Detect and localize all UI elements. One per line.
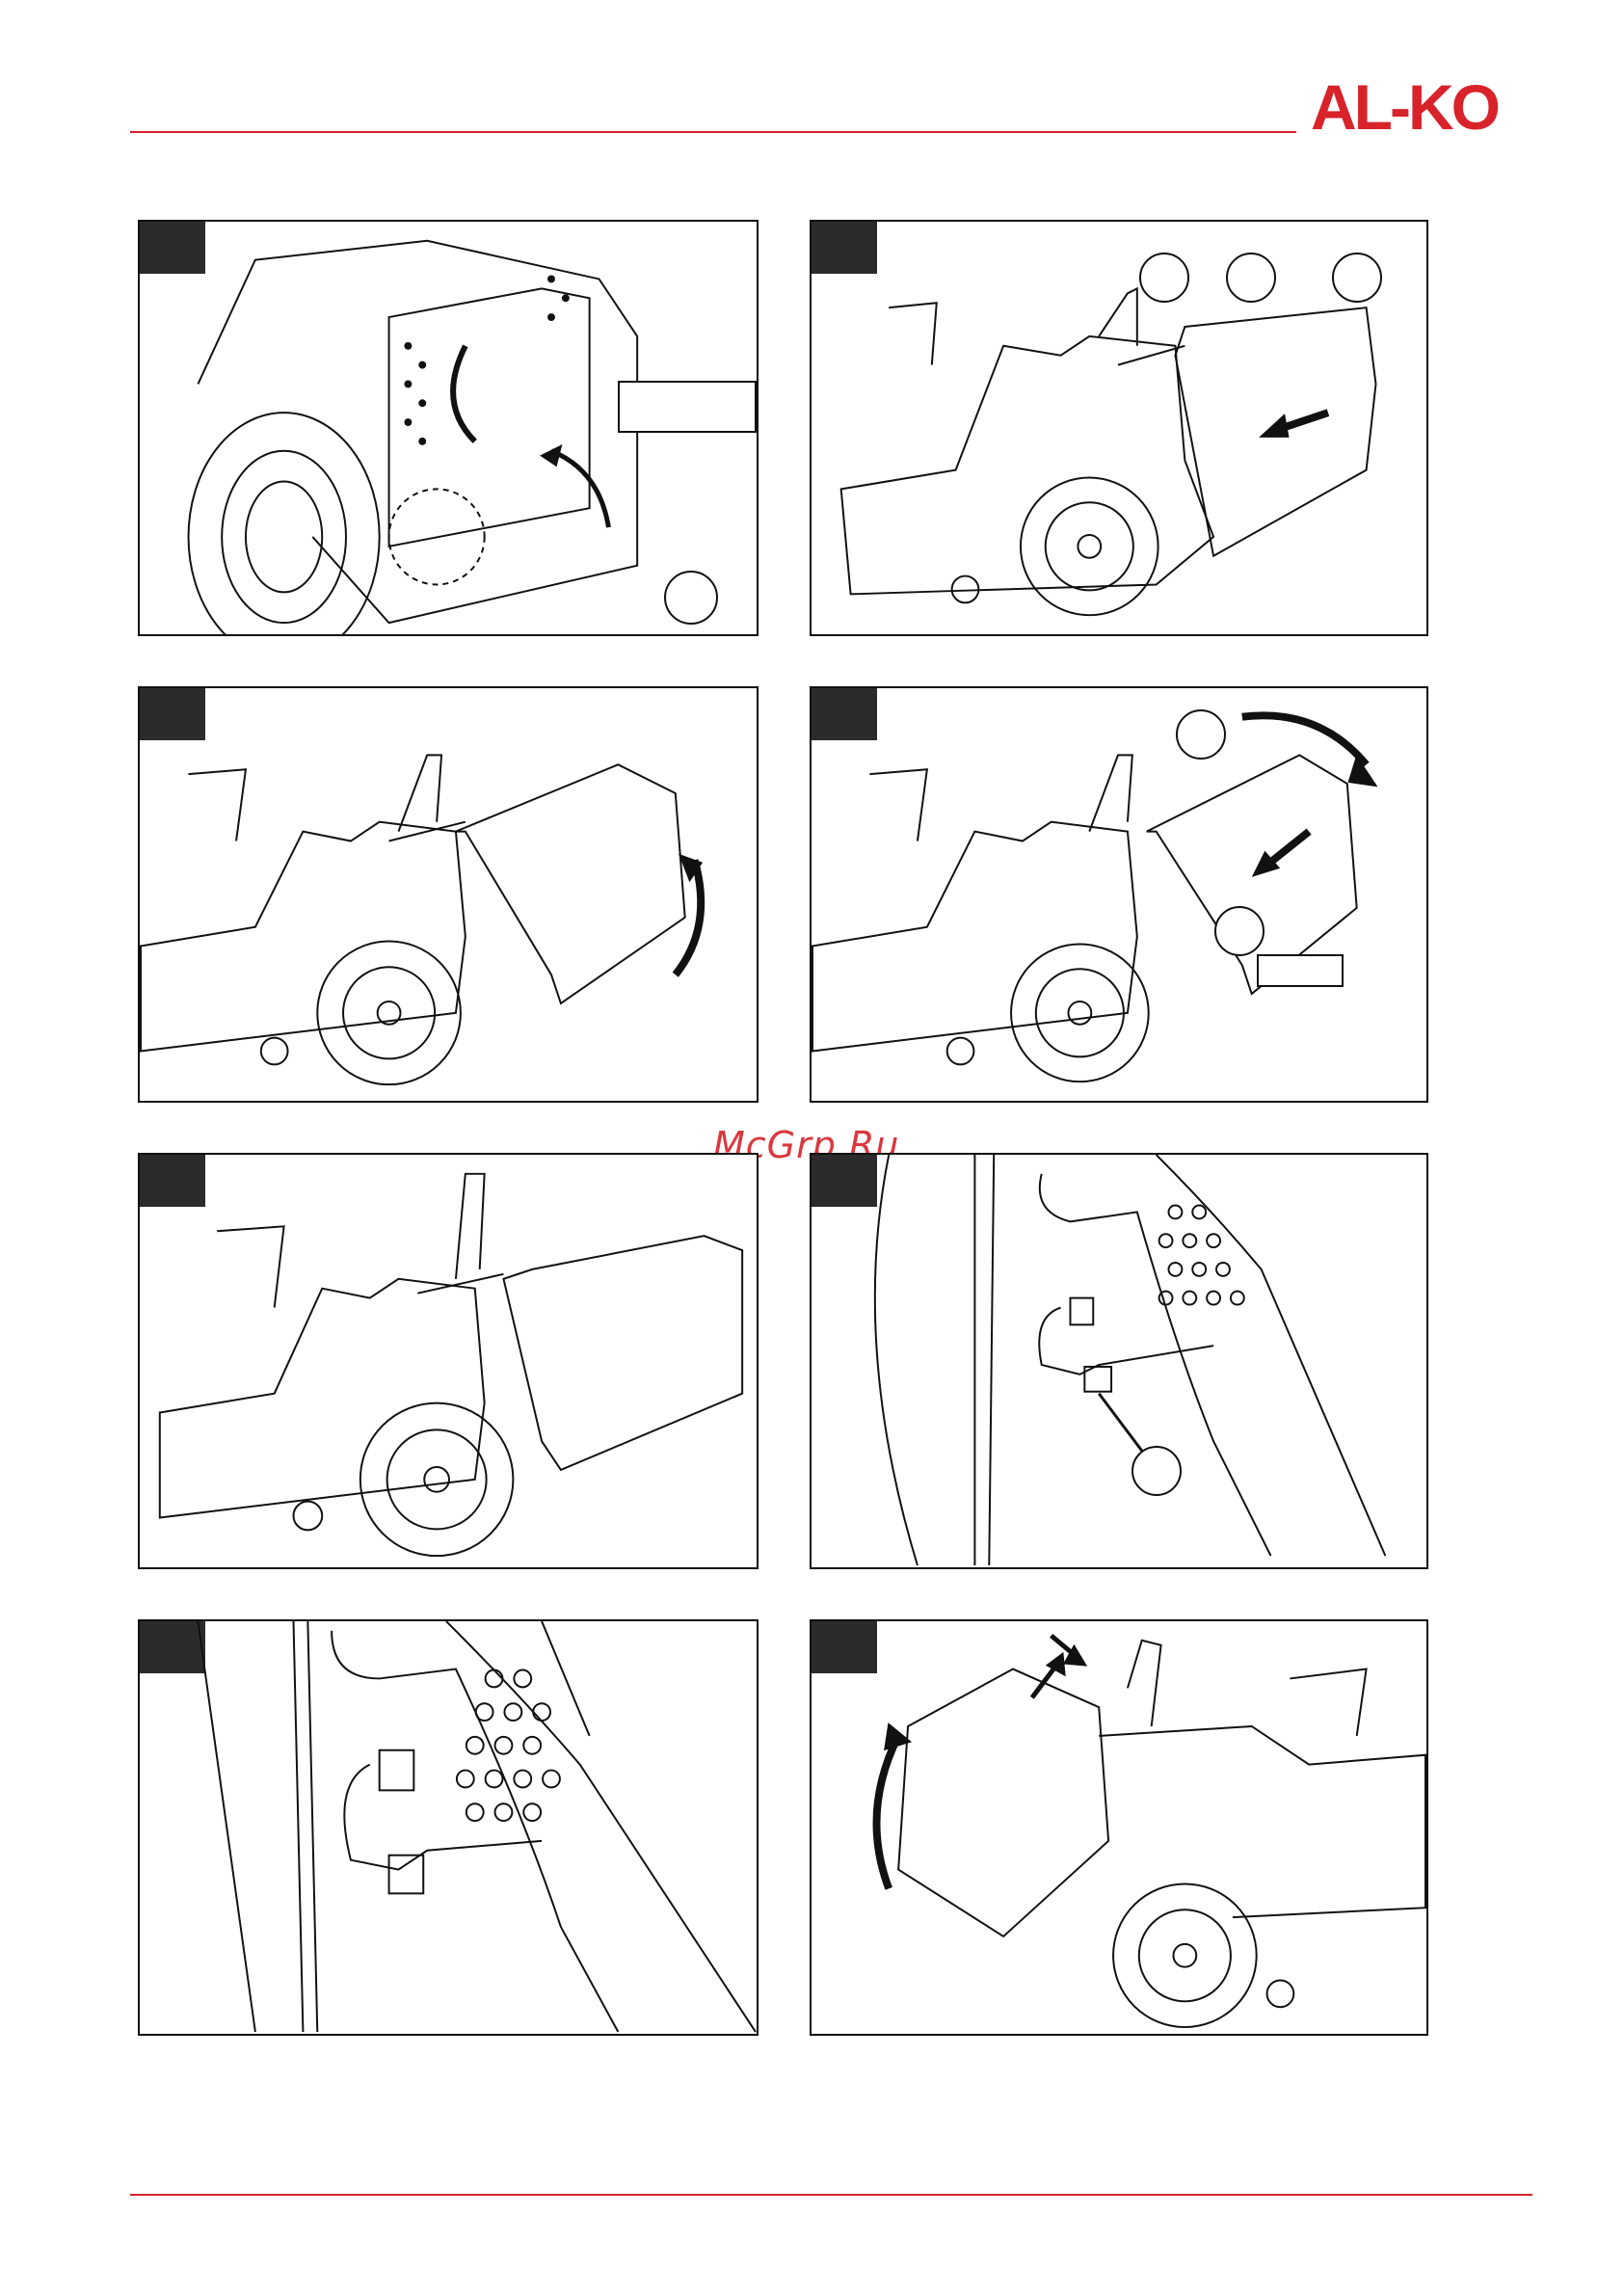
callout-circle — [664, 571, 718, 625]
svg-text:AL-KO: AL-KO — [1311, 75, 1499, 143]
figure-7 — [138, 1619, 759, 2036]
figure-3 — [138, 686, 759, 1103]
callout-circle — [1332, 253, 1382, 303]
callout-circle — [1176, 709, 1226, 760]
label-box — [618, 381, 757, 433]
callout-circle — [1214, 906, 1265, 956]
latch-detail-illustration — [812, 1155, 1426, 1567]
label-box — [1257, 954, 1344, 987]
figure-5 — [138, 1153, 759, 1569]
figure-8 — [810, 1619, 1428, 2036]
header-rule — [130, 131, 1296, 133]
latch-detail-close-illustration — [140, 1621, 757, 2034]
callout-circle — [1131, 1446, 1182, 1496]
alko-logo: AL-KO — [1311, 75, 1542, 143]
callout-circle — [1139, 253, 1189, 303]
mower-side-bin-tilted-illustration — [140, 688, 757, 1101]
figure-6 — [810, 1153, 1428, 1569]
footer-rule — [130, 2194, 1532, 2196]
mower-side-bin-closed-illustration — [140, 1155, 757, 1567]
callout-circle — [1226, 253, 1276, 303]
figure-1 — [138, 220, 759, 636]
figure-4 — [810, 686, 1428, 1103]
mower-right-side-illustration — [812, 1621, 1426, 2034]
figure-2 — [810, 220, 1428, 636]
mower-side-bin-tilted-illustration — [812, 688, 1426, 1101]
